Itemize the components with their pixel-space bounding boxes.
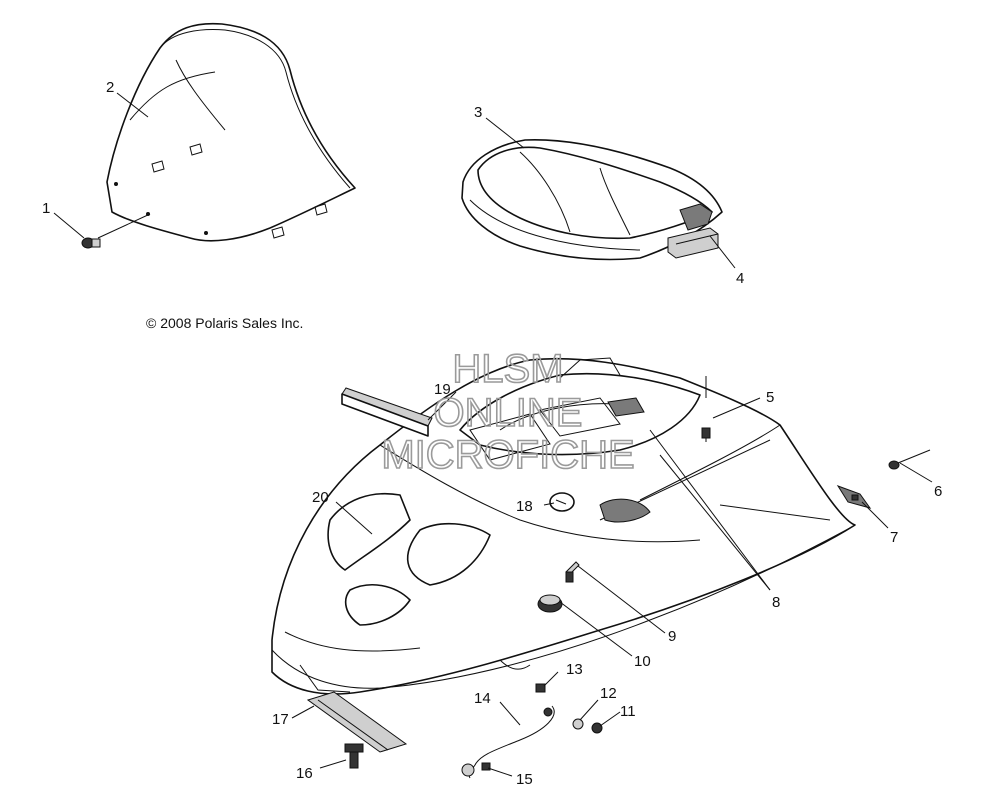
callout-12: 12 xyxy=(600,685,617,702)
callout-labels: 1 2 3 4 5 6 7 8 9 10 11 12 13 14 15 16 1… xyxy=(42,79,942,788)
part-hood-strap xyxy=(341,387,433,437)
part-screw-15 xyxy=(481,762,491,771)
part-cable xyxy=(461,705,555,779)
callout-10: 10 xyxy=(634,653,651,670)
part-bolt-6 xyxy=(888,449,931,470)
watermark-line-3: MICROFICHE xyxy=(381,433,634,477)
callout-6: 6 xyxy=(934,483,942,500)
watermark: HLSM ONLINE MICROFICHE xyxy=(381,346,636,478)
callout-11: 11 xyxy=(620,703,636,720)
windshield-hole xyxy=(204,231,208,235)
callout-9: 9 xyxy=(668,628,676,645)
part-hood-plug xyxy=(549,492,575,512)
part-screw xyxy=(81,237,101,249)
callout-17: 17 xyxy=(272,711,289,728)
part-hood xyxy=(271,357,856,695)
callout-5: 5 xyxy=(766,389,774,406)
callout-14: 14 xyxy=(474,690,491,707)
callout-3: 3 xyxy=(474,104,482,121)
part-fastener-5 xyxy=(701,427,711,442)
watermark-line-1: HLSM xyxy=(452,347,563,391)
part-bolt-16 xyxy=(344,743,364,769)
part-pin-9 xyxy=(565,561,580,583)
callout-13: 13 xyxy=(566,661,583,678)
copyright-notice: © 2008 Polaris Sales Inc. xyxy=(146,315,303,331)
part-seat xyxy=(461,138,723,261)
callout-4: 4 xyxy=(736,270,744,287)
part-clip-12 xyxy=(572,718,584,730)
callout-16: 16 xyxy=(296,765,313,782)
part-grommet-10 xyxy=(537,594,563,613)
callout-8: 8 xyxy=(772,594,780,611)
part-flap xyxy=(306,691,408,753)
callout-1: 1 xyxy=(42,200,50,217)
callout-18: 18 xyxy=(516,498,533,515)
part-nut-11 xyxy=(591,722,603,734)
leader-lines xyxy=(53,92,933,777)
callout-19: 19 xyxy=(434,381,451,398)
windshield-hole xyxy=(114,182,118,186)
windshield-tabs xyxy=(151,143,328,239)
part-windshield xyxy=(106,22,356,242)
part-screw-13 xyxy=(535,683,546,693)
callout-2: 2 xyxy=(106,79,114,96)
callout-15: 15 xyxy=(516,771,533,788)
part-foam-block xyxy=(667,227,719,259)
callout-7: 7 xyxy=(890,529,898,546)
watermark-line-2: ONLINE xyxy=(434,391,583,435)
callout-20: 20 xyxy=(312,489,329,506)
